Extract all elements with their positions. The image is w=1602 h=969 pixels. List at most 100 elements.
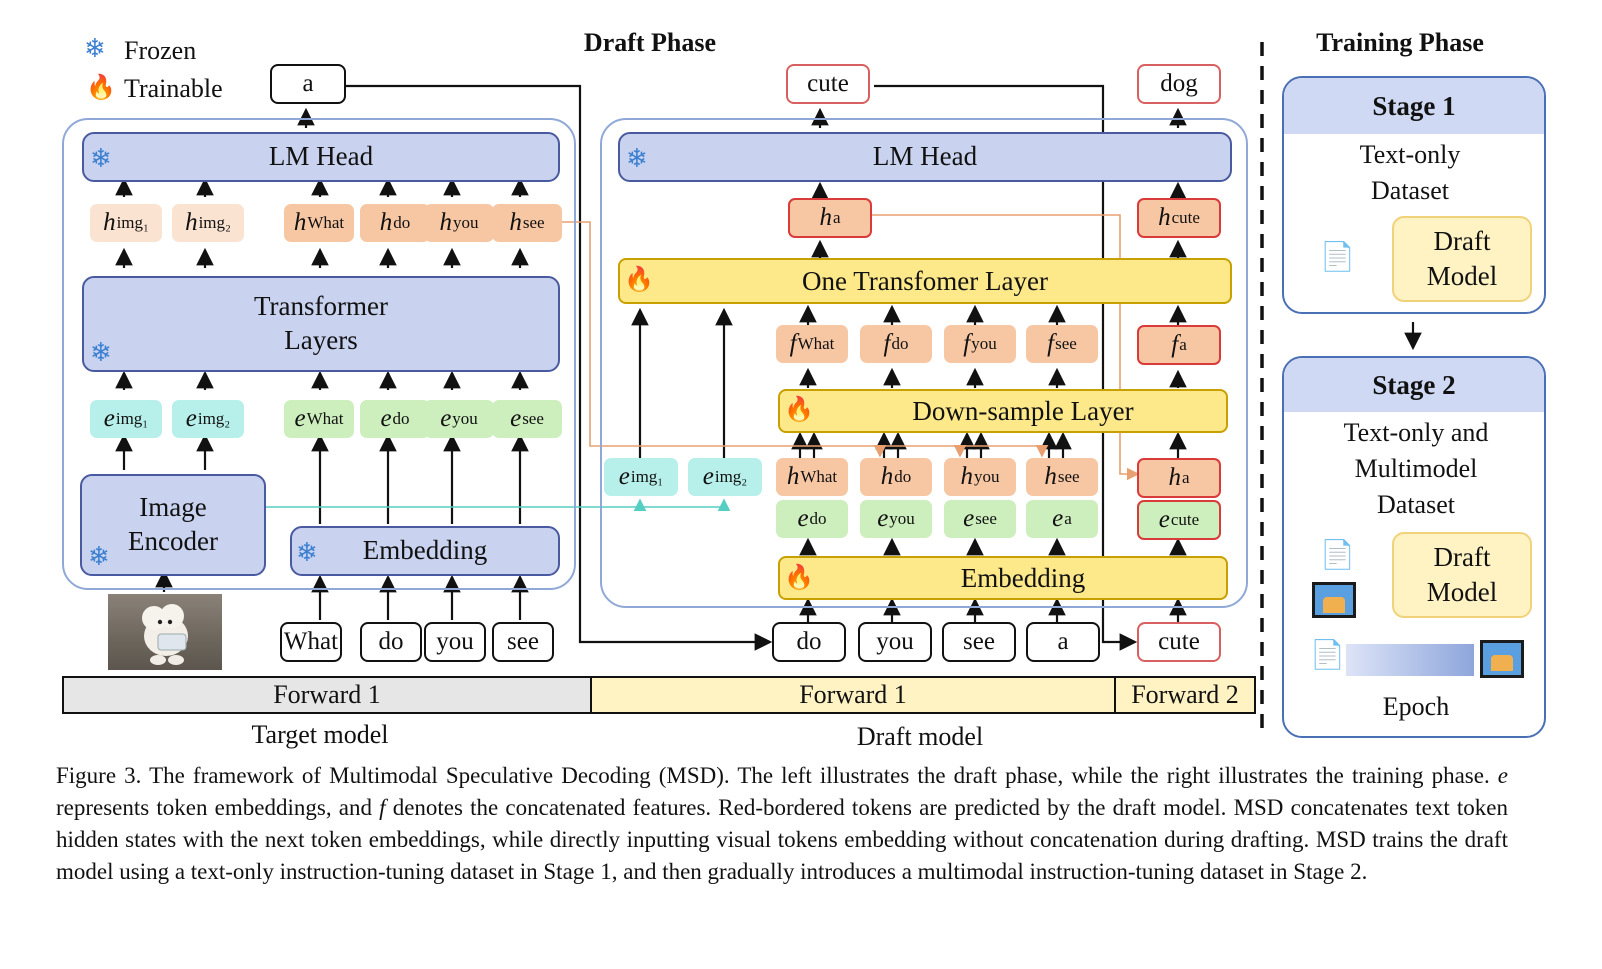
chip-subscript: see — [1055, 334, 1077, 353]
draft-input-token-cute: cute — [1137, 622, 1221, 662]
snowflake-icon: ❄ — [626, 144, 648, 173]
chip-symbol: h — [1158, 204, 1171, 231]
chip-subscript: you — [452, 409, 478, 428]
chip-symbol: h — [439, 209, 453, 236]
draft-model-line2: Model — [1426, 577, 1498, 607]
input-token: see — [492, 622, 554, 662]
downsample-layer: Down-sample Layer — [778, 389, 1228, 433]
fire-icon: 🔥 — [784, 565, 814, 591]
input-token: a — [1026, 622, 1100, 662]
chip-subscript: do — [393, 213, 411, 232]
chip-symbol: f — [963, 330, 971, 357]
snowflake-icon: ❄ — [90, 338, 112, 367]
chip-symbol: e — [618, 463, 630, 490]
predicted-token: cute — [786, 64, 870, 104]
draft-model-line1: Draft — [1433, 541, 1491, 572]
target-model-label: Target model — [251, 720, 389, 749]
chip-symbol: e — [510, 405, 522, 432]
chip-symbol: e — [877, 505, 889, 532]
chip-symbol: e — [440, 405, 452, 432]
image-encoder: Image Encoder — [80, 474, 266, 576]
stage2-draft-model: Draft Model — [1392, 532, 1532, 618]
chip-symbol: h — [819, 204, 832, 231]
chip-subscript: you — [453, 213, 479, 232]
chip-symbol: e — [103, 405, 115, 432]
stage2-line2: Multimodel — [1354, 454, 1478, 483]
target-embedding-label: Embedding — [362, 535, 488, 566]
snowflake-icon: ❄ — [84, 34, 106, 63]
chip-subscript: img₁ — [630, 467, 664, 486]
figure-caption: Figure 3. The framework of Multimodal Sp… — [56, 760, 1508, 888]
fire-icon: 🔥 — [624, 267, 654, 293]
chip-symbol: e — [702, 463, 714, 490]
draft-forward1-label: Forward 1 — [799, 680, 907, 709]
transformer-line2: Layers — [284, 325, 358, 355]
one-transformer-label: One Transfomer Layer — [802, 265, 1048, 296]
picture-icon-detail — [1491, 655, 1513, 671]
draft-model-line1: Draft — [1433, 225, 1491, 256]
downsample-label: Down-sample Layer — [912, 395, 1134, 426]
chip-symbol: f — [789, 330, 797, 357]
stage2-title: Stage 2 — [1284, 358, 1544, 412]
caption-part1: Figure 3. The framework of Multimodal Sp… — [56, 763, 1490, 788]
stage1-draft-model: Draft Model — [1392, 216, 1532, 302]
chip-symbol: e — [185, 405, 197, 432]
chip-symbol: e — [294, 405, 306, 432]
draft-lm-head-label: LM Head — [872, 141, 978, 172]
forward-bar: Forward 1 Forward 1 Forward 2 — [62, 676, 1256, 714]
input-token: see — [942, 622, 1016, 662]
stage2-panel: Stage 2 Text-only and Multimodel Dataset… — [1282, 356, 1546, 738]
chip-symbol: f — [1047, 330, 1055, 357]
chip-subscript: see — [1057, 467, 1080, 486]
chip-subscript: see — [975, 509, 997, 528]
document-icon: 📄 — [1310, 640, 1345, 671]
draft-model-label: Draft model — [856, 722, 984, 751]
chip-subscript: img₂ — [198, 213, 231, 232]
draft-forward1-cell: Forward 1 — [592, 678, 1116, 712]
stage2-line3: Dataset — [1377, 490, 1455, 519]
stage2-line1: Text-only and — [1343, 418, 1489, 447]
chip-symbol: h — [960, 463, 974, 490]
snowflake-icon: ❄ — [296, 538, 318, 567]
chip-subscript: What — [307, 213, 345, 232]
snowflake-icon: ❄ — [90, 144, 112, 173]
training-phase-title: Training Phase — [1316, 28, 1484, 57]
caption-e-symbol: e — [1497, 763, 1509, 788]
target-embedding: Embedding — [290, 526, 560, 576]
chip-subscript: a — [1179, 335, 1187, 354]
chip-symbol: h — [509, 209, 522, 236]
stage1-line2: Dataset — [1371, 176, 1449, 205]
one-transformer-layer: One Transfomer Layer — [618, 258, 1232, 304]
stage1-panel: Stage 1 Text-only Dataset 📄 Draft Model — [1282, 76, 1546, 314]
image-encoder-line1: Image — [139, 492, 207, 523]
chip-subscript: a — [1064, 509, 1072, 528]
chip-symbol: h — [1044, 463, 1057, 490]
legend-frozen: Frozen — [124, 36, 197, 65]
chip-subscript: cute — [1170, 510, 1200, 529]
chip-symbol: e — [1158, 506, 1170, 533]
chip-subscript: a — [832, 208, 841, 227]
target-forward-cell: Forward 1 — [64, 678, 592, 712]
draft-model-line2: Model — [1426, 261, 1498, 291]
target-lm-head: LM Head — [82, 132, 560, 182]
target-lm-head-label: LM Head — [268, 141, 374, 172]
chip-symbol: e — [963, 505, 975, 532]
input-token: What — [280, 622, 342, 662]
draft-phase-title: Draft Phase — [583, 28, 717, 57]
transformer-line1: Transformer — [254, 291, 388, 322]
